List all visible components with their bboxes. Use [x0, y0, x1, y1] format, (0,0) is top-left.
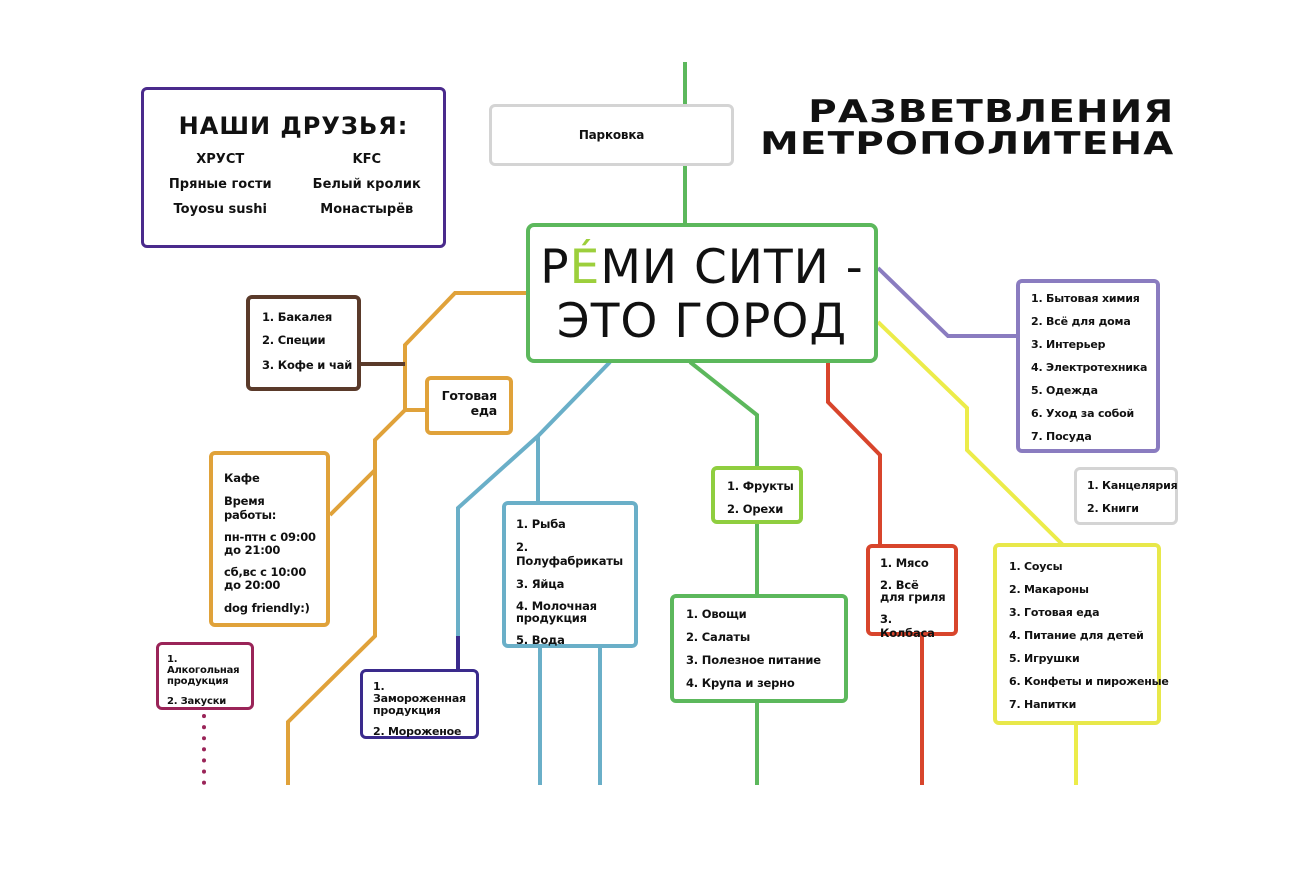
parking-label: Парковка: [578, 128, 645, 142]
list-item: 3. Готовая еда: [1009, 606, 1100, 619]
center-box: РÉМИ СИТИ - ЭТО ГОРОД: [526, 223, 878, 363]
parking-box: Парковка: [489, 104, 734, 166]
page-title-line2: МЕТРОПОЛИТЕНА: [759, 126, 1174, 162]
friends-heading: НАШИ ДРУЗЬЯ:: [178, 112, 409, 140]
ready-food-label: Готовая еда: [441, 388, 498, 418]
list-item: 5. Игрушки: [1009, 652, 1080, 665]
list-item: 3. Колбаса: [880, 612, 935, 640]
friend-name: ХРУСТ: [196, 152, 245, 167]
fruits-box: 1. Фрукты 2. Орехи: [711, 466, 803, 524]
list-item: 7. Посуда: [1031, 430, 1092, 443]
alcohol-box: 1. Алкогольная продукция 2. Закуски: [156, 642, 254, 710]
yellow-line: [876, 320, 1065, 547]
list-item: 6. Конфеты и пироженые: [1009, 675, 1169, 688]
list-item: 1. Фрукты: [727, 479, 794, 493]
list-item: 2. Макароны: [1009, 583, 1089, 596]
center-line1: РÉМИ СИТИ -: [530, 241, 874, 295]
center-first-letter: Р: [540, 240, 570, 295]
grocery-box: 1. Бакалея 2. Специи 3. Кофе и чай: [246, 295, 361, 391]
page-title-line1: РАЗВЕТВЛЕНИЯ: [807, 94, 1174, 130]
cafe-box: Кафе Время работы: пн-птн с 09:00 до 21:…: [209, 451, 330, 627]
meat-box: 1. Мясо 2. Всё для гриля 3. Колбаса: [866, 544, 958, 640]
friend-name: Toyosu sushi: [173, 202, 267, 217]
list-item: 1. Мясо: [880, 556, 929, 570]
list-item: 1. Замороженная продукция: [373, 680, 466, 717]
list-item: 4. Молочная продукция: [516, 599, 597, 625]
frozen-box: 1. Замороженная продукция 2. Мороженое: [360, 669, 479, 739]
list-item: 3. Яйца: [516, 577, 565, 591]
friend-name: KFC: [352, 152, 382, 167]
cafe-title: Кафе: [224, 471, 260, 485]
center-line1-rest: МИ СИТИ -: [600, 240, 864, 295]
list-item: 2. Мороженое: [373, 725, 462, 738]
list-item: 2. Салаты: [686, 630, 751, 644]
blue-line: [456, 360, 612, 636]
lavender-line: [876, 266, 1016, 338]
list-item: 7. Напитки: [1009, 698, 1077, 711]
list-item: 5. Одежда: [1031, 384, 1098, 397]
list-item: 2. Книги: [1087, 502, 1139, 515]
list-item: 4. Электротехника: [1031, 361, 1148, 374]
list-item: 2. Полуфабрикаты: [516, 540, 623, 568]
green-line-mid: [688, 360, 759, 468]
ready-food-box: Готовая еда: [425, 376, 513, 435]
fish-box: 1. Рыба 2. Полуфабрикаты 3. Яйца 4. Моло…: [502, 501, 638, 648]
list-item: 2. Закуски: [167, 696, 227, 707]
friend-name: Монастырёв: [320, 202, 414, 217]
list-item: 1. Овощи: [686, 607, 747, 621]
red-line: [826, 362, 882, 546]
center-line2: ЭТО ГОРОД: [556, 294, 848, 349]
page-title: РАЗВЕТВЛЕНИЯ МЕТРОПОЛИТЕНА: [760, 96, 1174, 160]
list-item: 3. Кофе и чай: [262, 358, 353, 372]
list-item: 2. Орехи: [727, 502, 784, 516]
list-item: 6. Уход за собой: [1031, 407, 1134, 420]
friends-box: НАШИ ДРУЗЬЯ: ХРУСТ KFC Пряные гости Белы…: [141, 87, 446, 248]
cafe-hours-label: Время работы:: [224, 494, 277, 522]
list-item: 1. Алкогольная продукция: [167, 654, 240, 687]
cafe-note: dog friendly:): [224, 601, 310, 615]
stationery-box: 1. Канцелярия 2. Книги: [1074, 467, 1178, 525]
list-item: 4. Крупа и зерно: [686, 676, 795, 690]
center-accent-letter: É: [569, 240, 601, 295]
vegetables-box: 1. Овощи 2. Салаты 3. Полезное питание 4…: [670, 594, 848, 703]
list-item: 1. Рыба: [516, 517, 566, 531]
friend-name: Пряные гости: [168, 177, 272, 192]
list-item: 3. Интерьер: [1031, 338, 1106, 351]
list-item: 2. Всё для гриля: [880, 578, 946, 604]
list-item: 2. Всё для дома: [1031, 315, 1131, 328]
household-box: 1. Бытовая химия 2. Всё для дома 3. Инте…: [1016, 279, 1160, 453]
list-item: 5. Вода: [516, 633, 565, 647]
list-item: 2. Специи: [262, 333, 326, 347]
friend-name: Белый кролик: [312, 177, 421, 192]
cafe-weekday-hours: пн-птн с 09:00 до 21:00: [224, 530, 316, 557]
list-item: 3. Полезное питание: [686, 653, 821, 667]
list-item: 4. Питание для детей: [1009, 629, 1144, 642]
sauces-box: 1. Соусы 2. Макароны 3. Готовая еда 4. П…: [993, 543, 1169, 725]
friends-list: ХРУСТ KFC Пряные гости Белый кролик Toyo…: [154, 152, 433, 217]
list-item: 1. Канцелярия: [1087, 479, 1178, 492]
orange-line-down: [286, 470, 377, 785]
cafe-weekend-hours: сб,вс с 10:00 до 20:00: [224, 565, 307, 592]
list-item: 1. Соусы: [1009, 560, 1063, 573]
list-item: 1. Бакалея: [262, 310, 333, 324]
list-item: 1. Бытовая химия: [1031, 292, 1140, 305]
